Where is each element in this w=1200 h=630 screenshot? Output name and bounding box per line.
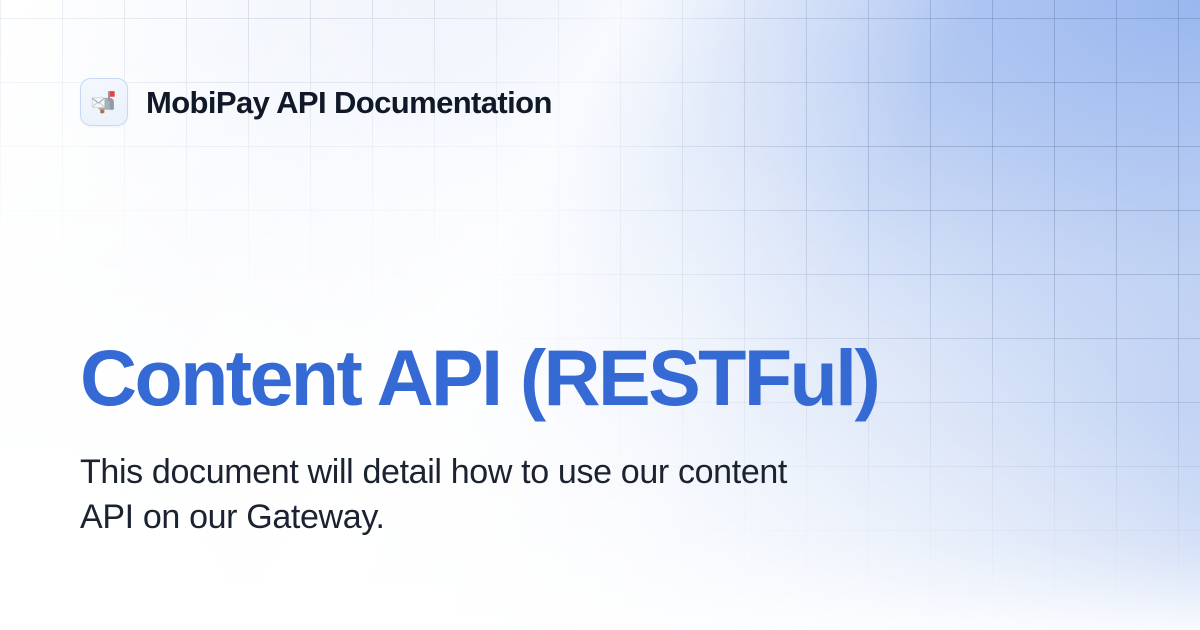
site-header: MobiPay API Documentation [80, 78, 552, 126]
mailbox-with-raised-flag-icon [80, 78, 128, 126]
page-title: Content API (RESTFul) [80, 333, 881, 422]
site-title: MobiPay API Documentation [146, 84, 552, 120]
page-subtitle: This document will detail how to use our… [80, 452, 788, 536]
hero-section: Content API (RESTFul) This document will… [80, 336, 1130, 540]
